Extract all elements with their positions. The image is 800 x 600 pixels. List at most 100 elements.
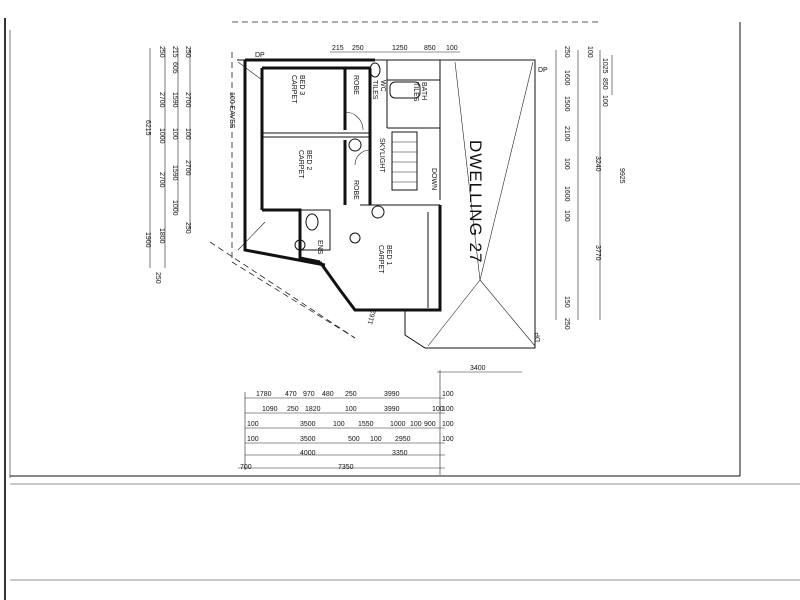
dimension-labels: 215 250 1250 850 100 6215 1900 250 250 2700 1000 27… — [144, 45, 625, 471]
dimension-value: 250 — [158, 46, 165, 58]
dimension-value: 100 — [442, 391, 454, 398]
dimension-value: 1500 — [563, 96, 570, 112]
dimension-value: 100 — [601, 95, 608, 107]
dimension-value: 250 — [345, 391, 357, 398]
dimension-value: 100 — [345, 406, 357, 413]
dimension-value: 1090 — [262, 406, 278, 413]
dimension-value: 1800 — [158, 228, 165, 244]
ens-label: ENS — [316, 240, 323, 255]
dimension-value: 850 — [424, 45, 436, 52]
dimension-value: 2700 — [158, 172, 165, 188]
bed2-label: BED 2 — [305, 150, 312, 170]
dimension-value: 215 — [332, 45, 344, 52]
downpipe-markers: DP DP DP — [255, 52, 548, 342]
dimension-value: 3770 — [594, 245, 601, 261]
dimension-value: 100 — [442, 421, 454, 428]
dimension-value: 100 — [442, 406, 454, 413]
dimension-value: 1590 — [171, 165, 178, 181]
dimension-value: 480 — [322, 391, 334, 398]
dimension-value: 3500 — [300, 421, 316, 428]
bed1-finish: CARPET — [377, 245, 384, 274]
dimension-value: 4000 — [300, 450, 316, 457]
dimension-value: 1590 — [171, 92, 178, 108]
dimension-value: 1900 — [144, 232, 151, 248]
dimension-value: 100 — [370, 436, 382, 443]
dimension-value: 900 — [424, 421, 436, 428]
dimension-value: 3350 — [392, 450, 408, 457]
dimension-value: 1000 — [390, 421, 406, 428]
dimension-value: 3990 — [384, 406, 400, 413]
dimension-value: 100 — [563, 210, 570, 222]
dimension-value: 2950 — [395, 436, 411, 443]
bath-finish: TILES — [412, 82, 419, 102]
dimension-value: 250 — [184, 46, 191, 58]
dimension-value: 700 — [240, 464, 252, 471]
dimension-value: 1600 — [563, 186, 570, 202]
dimension-value: 100 — [247, 421, 259, 428]
roof-outline — [209, 52, 536, 349]
dp-label: DP — [255, 52, 265, 59]
dimension-value: 100 — [410, 421, 422, 428]
dimension-value: 100 — [171, 128, 178, 140]
dimension-value: 100 — [247, 436, 259, 443]
dimension-value: 3500 — [300, 436, 316, 443]
skylight-label: SKYLIGHT — [378, 138, 385, 173]
dimension-value: 100 — [333, 421, 345, 428]
dimension-value: 850 — [601, 78, 608, 90]
dimension-value: 250 — [563, 46, 570, 58]
dimension-value: 100 — [563, 158, 570, 170]
dimension-value: 9925 — [618, 168, 625, 184]
dimension-value: 1820 — [305, 406, 321, 413]
dimension-value: 215 — [171, 46, 178, 58]
dimension-value: 250 — [184, 222, 191, 234]
robe-label: ROBE — [352, 75, 359, 95]
dimension-value: 100 — [432, 406, 444, 413]
dimension-value: 250 — [563, 318, 570, 330]
dimension-value: 3990 — [384, 391, 400, 398]
bed1-label: BED 1 — [385, 245, 392, 265]
dimension-value: 605 — [171, 62, 178, 74]
robe-label: ROBE — [352, 180, 359, 200]
dwelling-title: DWELLING 27 — [466, 140, 485, 263]
dimension-value: 250 — [287, 406, 299, 413]
dimension-value: 1550 — [358, 421, 374, 428]
dimension-value: 1000 — [171, 200, 178, 216]
dimension-value: 100 — [446, 45, 458, 52]
bed2-finish: CARPET — [297, 150, 304, 179]
bath-label: BATH — [420, 82, 427, 100]
dimension-value: 1000 — [158, 128, 165, 144]
room-labels: BED 3 CARPET BED 2 CARPET BED 1 CARPET R… — [228, 75, 437, 326]
dimension-value: 250 — [352, 45, 364, 52]
wc-finish: TILES — [371, 80, 378, 100]
walls — [243, 58, 442, 312]
dimension-value: 3240 — [594, 156, 601, 172]
eaves-label: 100 EAVES — [228, 92, 235, 129]
dimension-value: 100 — [586, 46, 593, 58]
diagonal-dimension: 1162 — [367, 309, 378, 325]
dimension-value: 7350 — [338, 464, 354, 471]
dimension-value: 2700 — [184, 160, 191, 176]
dimension-value: 1250 — [392, 45, 408, 52]
dimension-value: 500 — [348, 436, 360, 443]
wc-label: WC — [379, 80, 386, 92]
dimension-lines — [149, 48, 613, 475]
dimension-value: 2100 — [563, 126, 570, 142]
dimension-value: 150 — [563, 296, 570, 308]
dimension-value: 250 — [154, 272, 161, 284]
stair-label: DOWN — [430, 168, 437, 190]
dimension-value: 2700 — [184, 92, 191, 108]
dimension-value: 100 — [184, 128, 191, 140]
dimension-value: 1025 — [601, 58, 608, 74]
dimension-value: 6215 — [144, 120, 151, 136]
dimension-value: 1600 — [563, 70, 570, 86]
dimension-value: 100 — [442, 436, 454, 443]
dimension-value: 2700 — [158, 92, 165, 108]
bed3-finish: CARPET — [290, 75, 297, 104]
bed3-label: BED 3 — [298, 75, 305, 95]
dimension-value: 970 — [303, 391, 315, 398]
dimension-value: 470 — [285, 391, 297, 398]
dimension-value: 1780 — [256, 391, 272, 398]
dimension-value: 3400 — [470, 365, 486, 372]
